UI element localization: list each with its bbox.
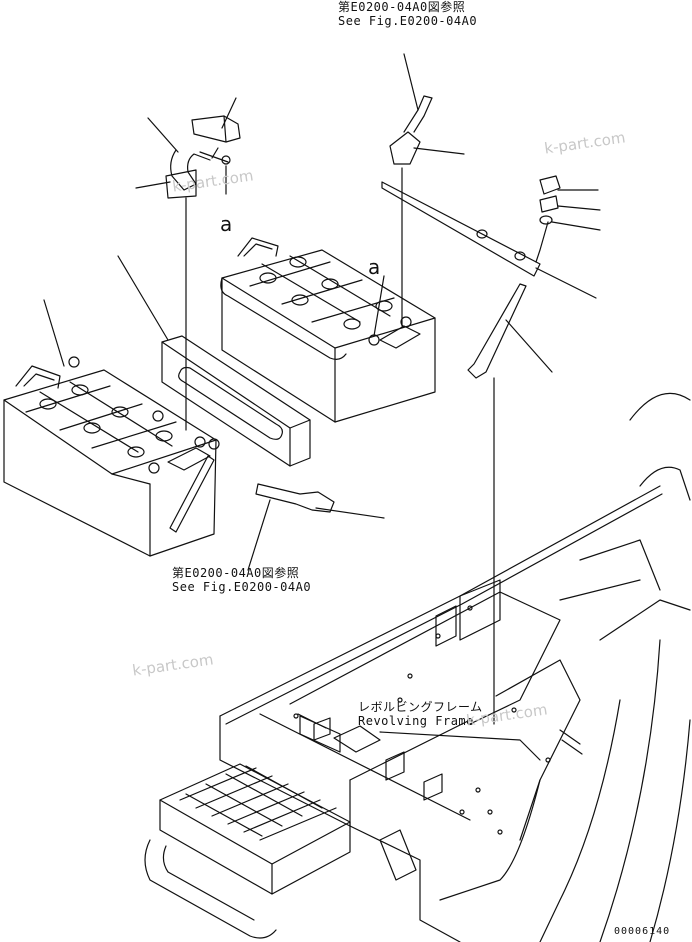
reference-en: See Fig.E0200-04A0	[338, 14, 478, 28]
frame-label-jp: レボルビングフレーム	[358, 700, 483, 714]
revolving-frame	[145, 393, 690, 942]
spacer-plate	[162, 336, 310, 466]
reference-jp: 第E0200-04A0図参照	[172, 566, 300, 580]
callout-a: a	[220, 212, 233, 236]
drawing-number: 00006140	[614, 926, 671, 937]
reference-jp: 第E0200-04A0図参照	[338, 0, 466, 14]
hold-down-bar	[170, 182, 548, 532]
frame-label: レボルビングフレーム Revolving Frame	[358, 700, 483, 728]
reference-note-top: 第E0200-04A0図参照 See Fig.E0200-04A0	[338, 0, 477, 28]
hardware-parts	[166, 96, 560, 512]
battery-right	[221, 238, 435, 422]
callout-a: a	[368, 255, 381, 279]
reference-en: See Fig.E0200-04A0	[172, 580, 312, 594]
reference-note-bottom: 第E0200-04A0図参照 See Fig.E0200-04A0	[172, 566, 311, 594]
frame-label-en: Revolving Frame	[358, 714, 474, 728]
leader-lines	[44, 54, 600, 724]
battery-left	[4, 357, 219, 556]
